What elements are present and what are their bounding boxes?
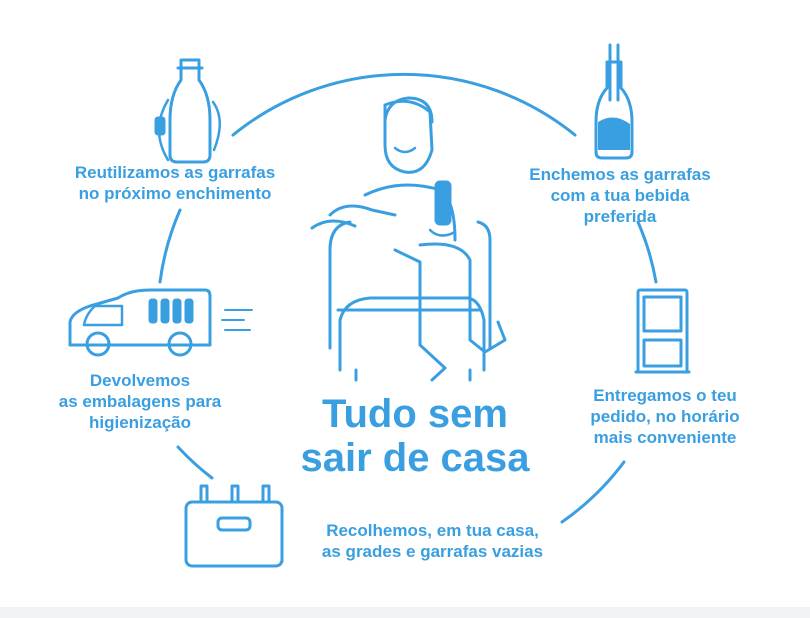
cycle-arc-right	[636, 220, 658, 284]
step-fill-bottles: Enchemos as garrafas com a tua bebida pr…	[529, 165, 711, 226]
step-collect-crates: Recolhemos, em tua casa, as grades e gar…	[321, 521, 544, 561]
step-deliver-order: Entregamos o teu pedido, no horário mais…	[590, 386, 740, 447]
door-icon	[634, 288, 691, 374]
cycle-arc-left-upper	[158, 208, 182, 284]
step-return-packaging: Devolvemos as embalagens para higienizaç…	[58, 371, 222, 432]
filling-bottle-icon	[594, 43, 634, 160]
delivery-van-icon	[68, 288, 253, 357]
person-in-armchair-icon	[310, 96, 507, 382]
cycle-arc-top	[231, 72, 577, 137]
cycle-arc-lower-right	[560, 460, 626, 524]
center-title: Tudo sem sair de casa	[300, 392, 530, 480]
bottle-crate-icon	[184, 484, 284, 568]
step-reuse-bottles: Reutilizamos as garrafas no próximo ench…	[74, 163, 276, 203]
bottom-band	[0, 607, 810, 618]
bottle-icon	[154, 58, 221, 164]
cycle-arc-left-lower	[176, 445, 214, 480]
